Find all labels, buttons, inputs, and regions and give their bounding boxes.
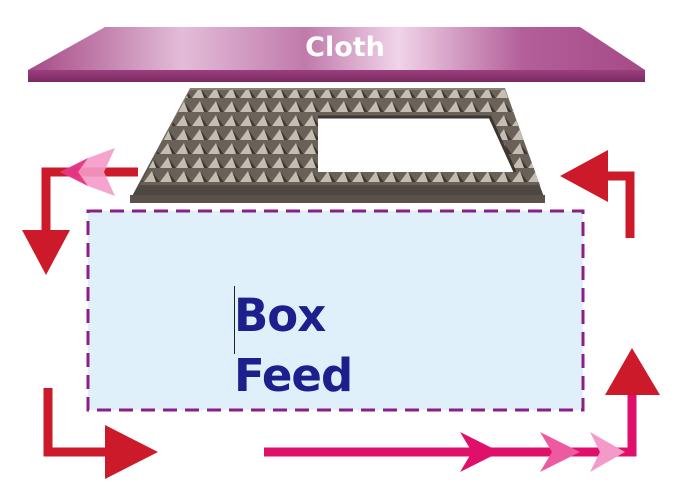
arrow-top-left	[22, 148, 138, 275]
arrow-top-right	[560, 150, 635, 238]
cloth-plate	[28, 27, 645, 82]
box-feed-area	[86, 209, 585, 412]
text-cursor	[234, 286, 235, 354]
arrow-bottom-left	[43, 388, 158, 479]
box-feed-label: Box Feed	[234, 289, 353, 402]
cloth-label: Cloth	[305, 32, 385, 63]
arrow-bottom-right	[264, 348, 660, 472]
feed-dog	[130, 88, 545, 203]
